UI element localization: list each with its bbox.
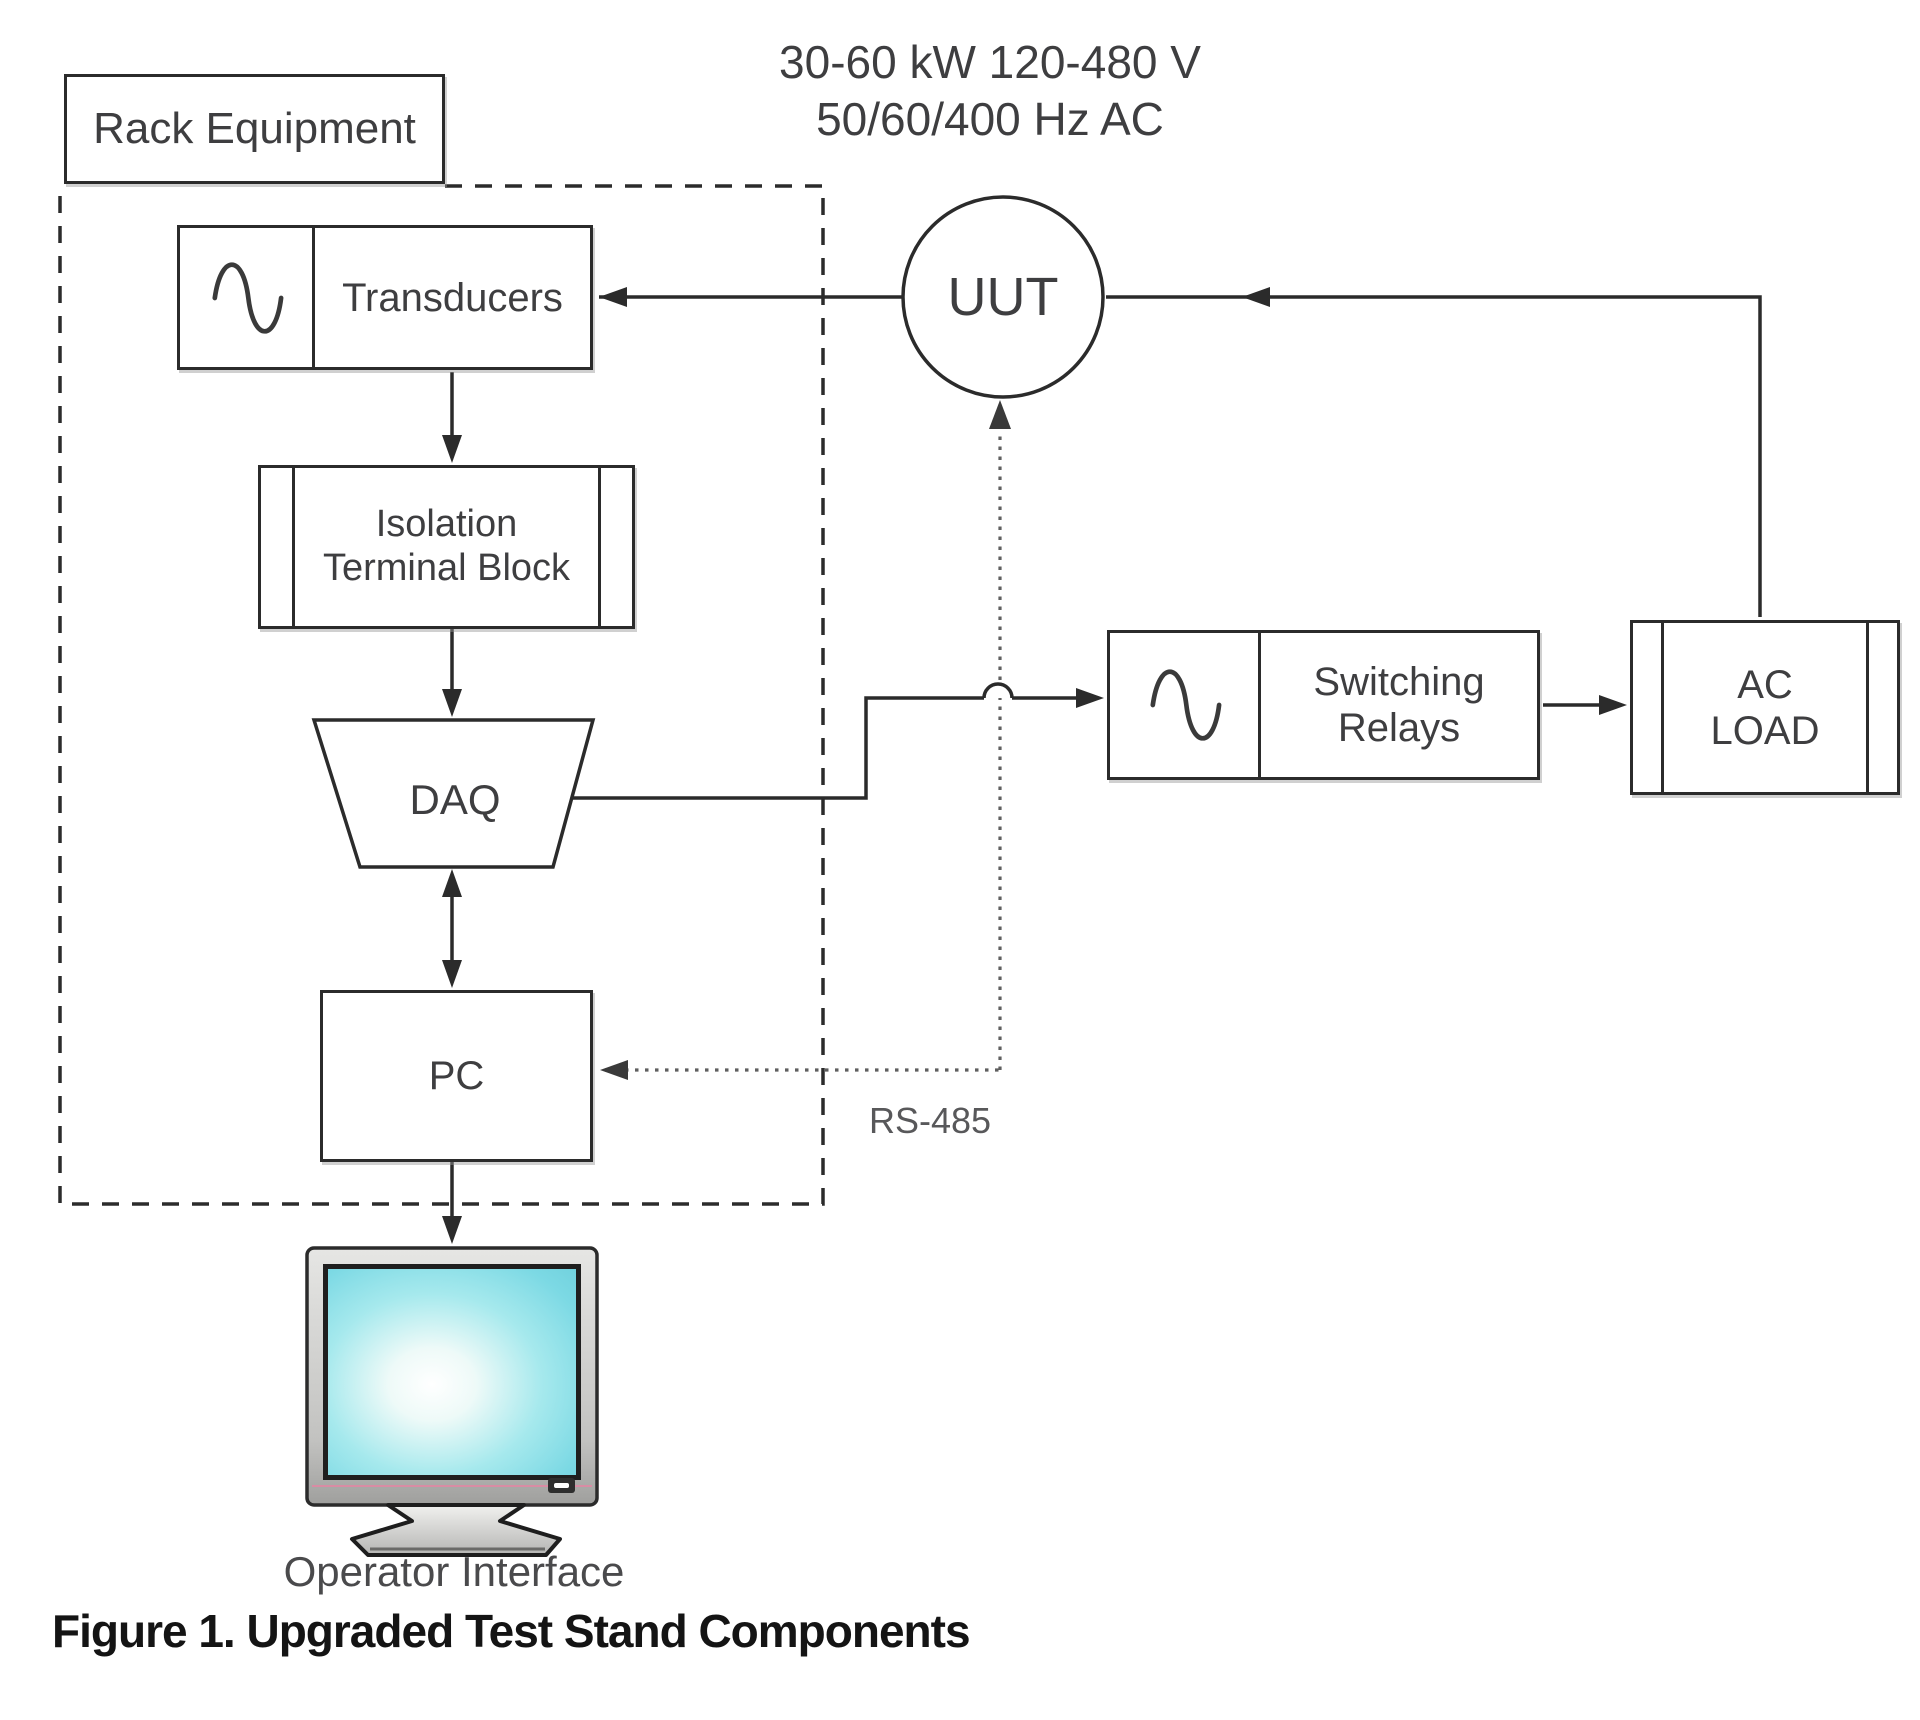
sine-wave-icon (1150, 669, 1222, 741)
terminal-bar-right (1866, 623, 1869, 792)
transducers-box: Transducers (177, 225, 593, 370)
transducers-icon-cell (180, 228, 315, 367)
pc-label: PC (428, 1053, 485, 1098)
arrowhead-into-acload (1599, 695, 1627, 715)
daq-label: DAQ (409, 776, 501, 823)
transducers-label-cell: Transducers (315, 275, 590, 321)
arrowhead-into-daq (442, 689, 462, 717)
switching-relays-box: Switching Relays (1107, 630, 1540, 780)
switching-relays-icon-cell (1110, 633, 1261, 777)
sine-wave-icon (212, 262, 284, 333)
arrowhead-into-uut-from-load (1242, 287, 1270, 307)
rack-boundary-dashed (58, 184, 825, 1206)
rs485-dotted-line (605, 430, 1002, 1072)
transducers-label: Transducers (342, 275, 563, 320)
ac-load-label: AC LOAD (1633, 662, 1897, 754)
power-spec-line1: 30-60 kW 120-480 V (779, 36, 1201, 88)
figure-caption: Figure 1. Upgraded Test Stand Components (52, 1605, 971, 1657)
switching-relays-label-line2: Relays (1337, 706, 1461, 750)
arrowhead-into-monitor (442, 1216, 462, 1244)
connector-acload-to-uut (1106, 295, 1762, 617)
ac-load-label-line1: AC (1737, 662, 1793, 707)
daq-trapezoid (311, 718, 596, 869)
terminal-bar-left (292, 468, 295, 626)
arrowhead-daq-up (442, 869, 462, 897)
terminal-bar-left (1661, 623, 1664, 792)
monitor-power-button-light (554, 1483, 569, 1488)
rack-equipment-label: Rack Equipment (93, 104, 416, 153)
monitor-stand (350, 1503, 562, 1557)
pc-box: PC (320, 990, 593, 1162)
crt-monitor (305, 1246, 599, 1557)
isolation-label-line2: Terminal Block (322, 547, 571, 589)
wire-hop (982, 682, 1014, 699)
arrowhead-pc-down (442, 960, 462, 988)
terminal-bar-right (598, 468, 601, 626)
switching-relays-label-cell: Switching Relays (1261, 659, 1537, 751)
arrowhead-into-relays (1076, 688, 1104, 708)
arrowhead-into-transducers (599, 287, 627, 307)
rs485-label: RS-485 (868, 1100, 992, 1141)
monitor-screen (328, 1269, 576, 1475)
isolation-terminal-block-box: Isolation Terminal Block (258, 465, 635, 629)
ac-load-box: AC LOAD (1630, 620, 1900, 795)
operator-interface-label: Operator Interface (283, 1548, 625, 1595)
switching-relays-label-line1: Switching (1313, 660, 1485, 704)
arrowhead-rs485-into-pc (600, 1060, 628, 1080)
arrowhead-into-isolation (442, 435, 462, 463)
power-spec-text: 30-60 kW 120-480 V 50/60/400 Hz AC (640, 34, 1340, 148)
arrowhead-rs485-up (989, 400, 1011, 429)
ac-load-label-line2: LOAD (1710, 708, 1820, 753)
rack-equipment-box: Rack Equipment (64, 74, 445, 184)
isolation-label-line1: Isolation (375, 503, 518, 546)
connector-daq-to-relays (573, 696, 1076, 800)
isolation-label: Isolation Terminal Block (261, 503, 632, 590)
power-spec-line2: 50/60/400 Hz AC (816, 93, 1164, 146)
uut-label: UUT (947, 267, 1059, 327)
uut-circle (901, 195, 1105, 399)
